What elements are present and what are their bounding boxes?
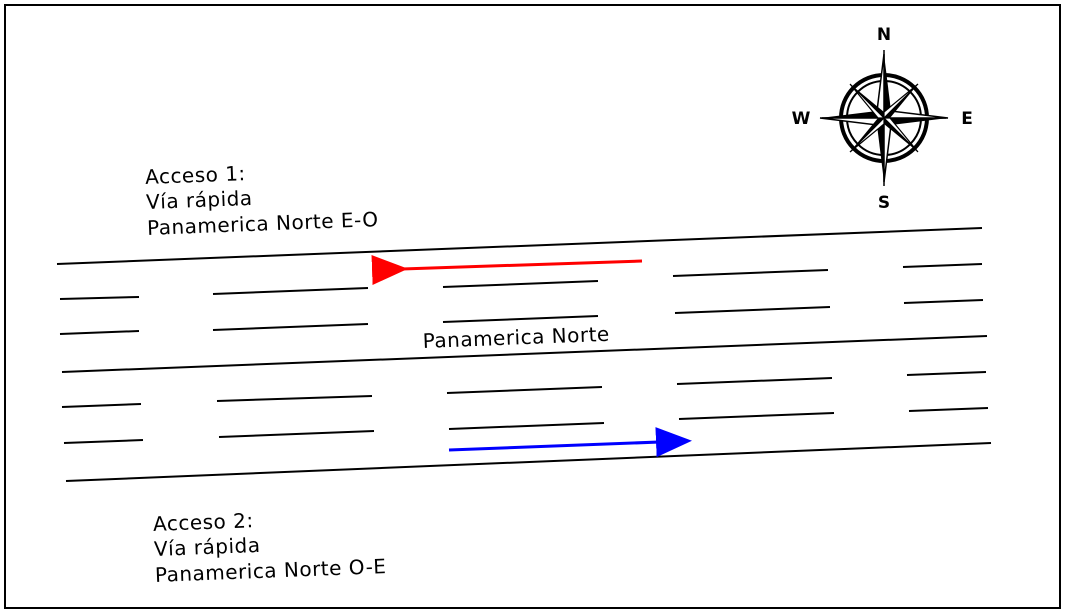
lane-dash — [906, 371, 987, 376]
lane-dash — [903, 299, 984, 304]
lane-dashes-north — [59, 263, 984, 335]
lane-dash — [218, 430, 375, 438]
lane-dash — [674, 306, 831, 314]
lane-dash — [212, 287, 369, 295]
road-south-edge — [65, 442, 992, 482]
lane-dash — [446, 386, 603, 394]
access-1-label: Acceso 1: Vía rápida Panamerica Norte E-… — [145, 161, 379, 240]
eastbound-arrow — [448, 427, 692, 458]
diagram-border — [4, 4, 1061, 609]
westbound-arrow — [371, 255, 643, 285]
access-1-type: Vía rápida — [146, 186, 253, 214]
compass-star-intercardinal — [849, 83, 919, 153]
compass-west-label: W — [792, 109, 811, 129]
lane-dash — [902, 263, 983, 268]
lane-dash — [678, 412, 835, 420]
compass-south-label: S — [878, 193, 890, 213]
lane-dash — [442, 315, 599, 323]
access-2-title: Acceso 2: — [153, 508, 254, 536]
lane-dash — [216, 395, 373, 402]
lane-dash — [672, 269, 829, 277]
road-name-label: Panamerica Norte — [422, 322, 610, 353]
compass-north-label: N — [877, 25, 891, 45]
lane-dash — [61, 403, 142, 408]
lane-dash — [442, 280, 599, 288]
lane-dash — [908, 407, 989, 412]
access-1-title: Acceso 1: — [145, 161, 246, 189]
lane-dash — [63, 439, 144, 444]
lane-dash — [59, 330, 140, 335]
road-edges — [56, 227, 992, 482]
lane-dash — [59, 296, 140, 300]
compass-rose: N S E W — [792, 25, 973, 213]
compass-east-label: E — [961, 109, 973, 129]
lane-dash — [448, 422, 605, 430]
road-north-edge — [56, 227, 983, 265]
access-2-label: Acceso 2: Vía rápida Panamerica Norte O-… — [153, 508, 387, 587]
road-median-line — [61, 335, 988, 373]
lane-dashes-south — [61, 371, 989, 444]
lane-dash — [212, 323, 369, 331]
access-2-type: Vía rápida — [154, 533, 261, 561]
lane-dash — [676, 377, 833, 385]
